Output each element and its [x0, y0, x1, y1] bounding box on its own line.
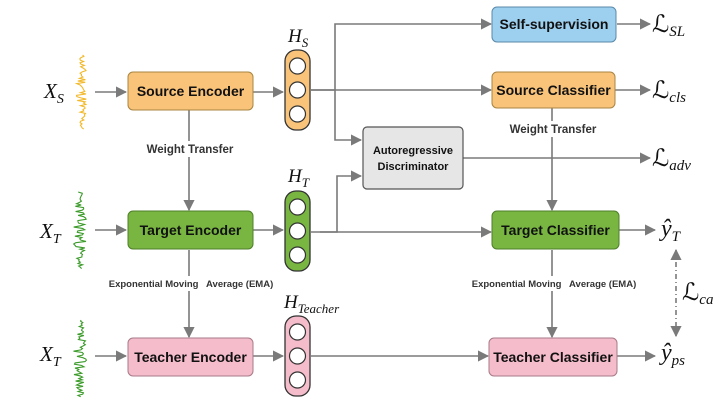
- ema-right-label: Exponential Moving Average (EMA): [472, 279, 637, 290]
- teacher-signal-waveform: [73, 319, 88, 398]
- label-hteacher: HTeacher: [283, 292, 340, 316]
- label-ht: HT: [287, 166, 310, 190]
- target-classifier-label: Target Classifier: [501, 222, 610, 238]
- autoregressive-discriminator: Autoregressive Discriminator: [362, 126, 464, 190]
- ema-left-label: Exponential Moving Average (EMA): [109, 279, 274, 290]
- arrow-hs-to-self-supervision: [311, 18, 493, 91]
- target-classifier: Target Classifier: [491, 210, 620, 250]
- source-signal-waveform: [74, 54, 88, 130]
- source-classifier: Source Classifier: [491, 71, 616, 109]
- arrow-hs-to-discriminator: [334, 90, 363, 146]
- self-supervision: Self-supervision: [491, 6, 617, 43]
- source-classifier-label: Source Classifier: [496, 82, 611, 98]
- arrow-ht-to-discriminator: [320, 170, 363, 233]
- weight-transfer-left-label: Weight Transfer: [147, 144, 234, 156]
- label-xt-teacher: XT: [39, 342, 62, 370]
- loss-cls: ℒcls: [652, 76, 686, 106]
- label-hs: HS: [287, 26, 309, 50]
- output-yt: ŷT: [659, 216, 682, 245]
- teacher-encoder: Teacher Encoder: [127, 337, 254, 377]
- target-encoder: Target Encoder: [127, 210, 254, 250]
- source-encoder: Source Encoder: [127, 71, 254, 111]
- source-encoder-label: Source Encoder: [137, 83, 245, 99]
- teacher-classifier-label: Teacher Classifier: [493, 349, 613, 365]
- discriminator-label-line2: Discriminator: [378, 161, 450, 173]
- teacher-classifier: Teacher Classifier: [488, 337, 618, 377]
- feature-vector-hteacher: [284, 315, 311, 397]
- loss-sl: ℒSL: [652, 10, 685, 40]
- label-xt: XT: [39, 219, 62, 247]
- connectors: [95, 18, 682, 362]
- input-signals: [72, 54, 88, 398]
- target-encoder-label: Target Encoder: [140, 222, 242, 238]
- teacher-encoder-label: Teacher Encoder: [134, 349, 247, 365]
- label-xs: XS: [43, 79, 64, 107]
- weight-transfer-right-label: Weight Transfer: [510, 124, 597, 136]
- output-yps: ŷps: [659, 340, 685, 369]
- self-supervision-label: Self-supervision: [500, 16, 609, 32]
- feature-vector-hs: [284, 49, 311, 131]
- loss-adv: ℒadv: [652, 144, 691, 174]
- target-signal-waveform: [72, 191, 87, 270]
- loss-ca: ℒca: [682, 278, 713, 308]
- discriminator-label-line1: Autoregressive: [373, 145, 453, 157]
- feature-vector-ht: [284, 190, 311, 272]
